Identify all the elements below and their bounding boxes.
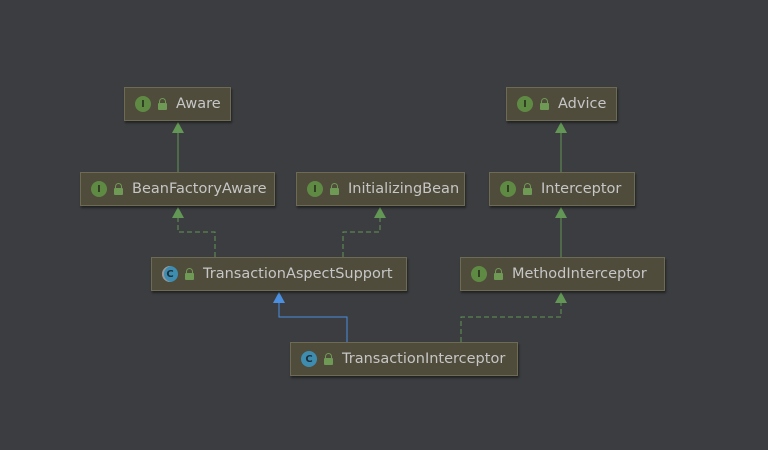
edge-interceptor-advice xyxy=(555,122,567,172)
edge-transactionaspectsupport-initializingbean xyxy=(342,207,386,257)
lock-icon xyxy=(157,98,168,110)
node-label: BeanFactoryAware xyxy=(132,181,267,197)
node-initializingbean[interactable]: I InitializingBean xyxy=(296,172,465,206)
lock-icon xyxy=(184,268,195,280)
node-beanfactoryaware[interactable]: I BeanFactoryAware xyxy=(80,172,275,206)
edge-beanfactoryaware-aware xyxy=(172,122,184,172)
node-aware[interactable]: I Aware xyxy=(124,87,231,121)
node-label: TransactionAspectSupport xyxy=(203,266,393,282)
lock-icon xyxy=(113,183,124,195)
edge-transactionaspectsupport-beanfactoryaware xyxy=(172,207,216,257)
lock-icon xyxy=(539,98,550,110)
node-interceptor[interactable]: I Interceptor xyxy=(489,172,635,206)
lock-icon xyxy=(323,353,334,365)
node-label: TransactionInterceptor xyxy=(342,351,506,367)
lock-icon xyxy=(329,183,340,195)
node-label: InitializingBean xyxy=(348,181,460,197)
node-label: Aware xyxy=(176,96,221,112)
node-label: MethodInterceptor xyxy=(512,266,647,282)
node-advice[interactable]: I Advice xyxy=(506,87,617,121)
lock-icon xyxy=(493,268,504,280)
interface-icon: I xyxy=(517,96,533,112)
interface-icon: I xyxy=(500,181,516,197)
edge-methodinterceptor-interceptor xyxy=(555,207,567,257)
node-label: Advice xyxy=(558,96,607,112)
interface-icon: I xyxy=(135,96,151,112)
lock-icon xyxy=(522,183,533,195)
node-transactionaspectsupport[interactable]: C TransactionAspectSupport xyxy=(151,257,407,291)
interface-icon: I xyxy=(471,266,487,282)
edge-transactioninterceptor-methodinterceptor xyxy=(460,292,567,342)
class-icon: C xyxy=(301,351,317,367)
interface-icon: I xyxy=(91,181,107,197)
node-label: Interceptor xyxy=(541,181,622,197)
interface-icon: I xyxy=(307,181,323,197)
node-transactioninterceptor[interactable]: C TransactionInterceptor xyxy=(290,342,518,376)
edge-transactioninterceptor-transactionaspectsupport xyxy=(273,292,348,342)
node-methodinterceptor[interactable]: I MethodInterceptor xyxy=(460,257,665,291)
abstract-class-icon: C xyxy=(162,266,178,282)
